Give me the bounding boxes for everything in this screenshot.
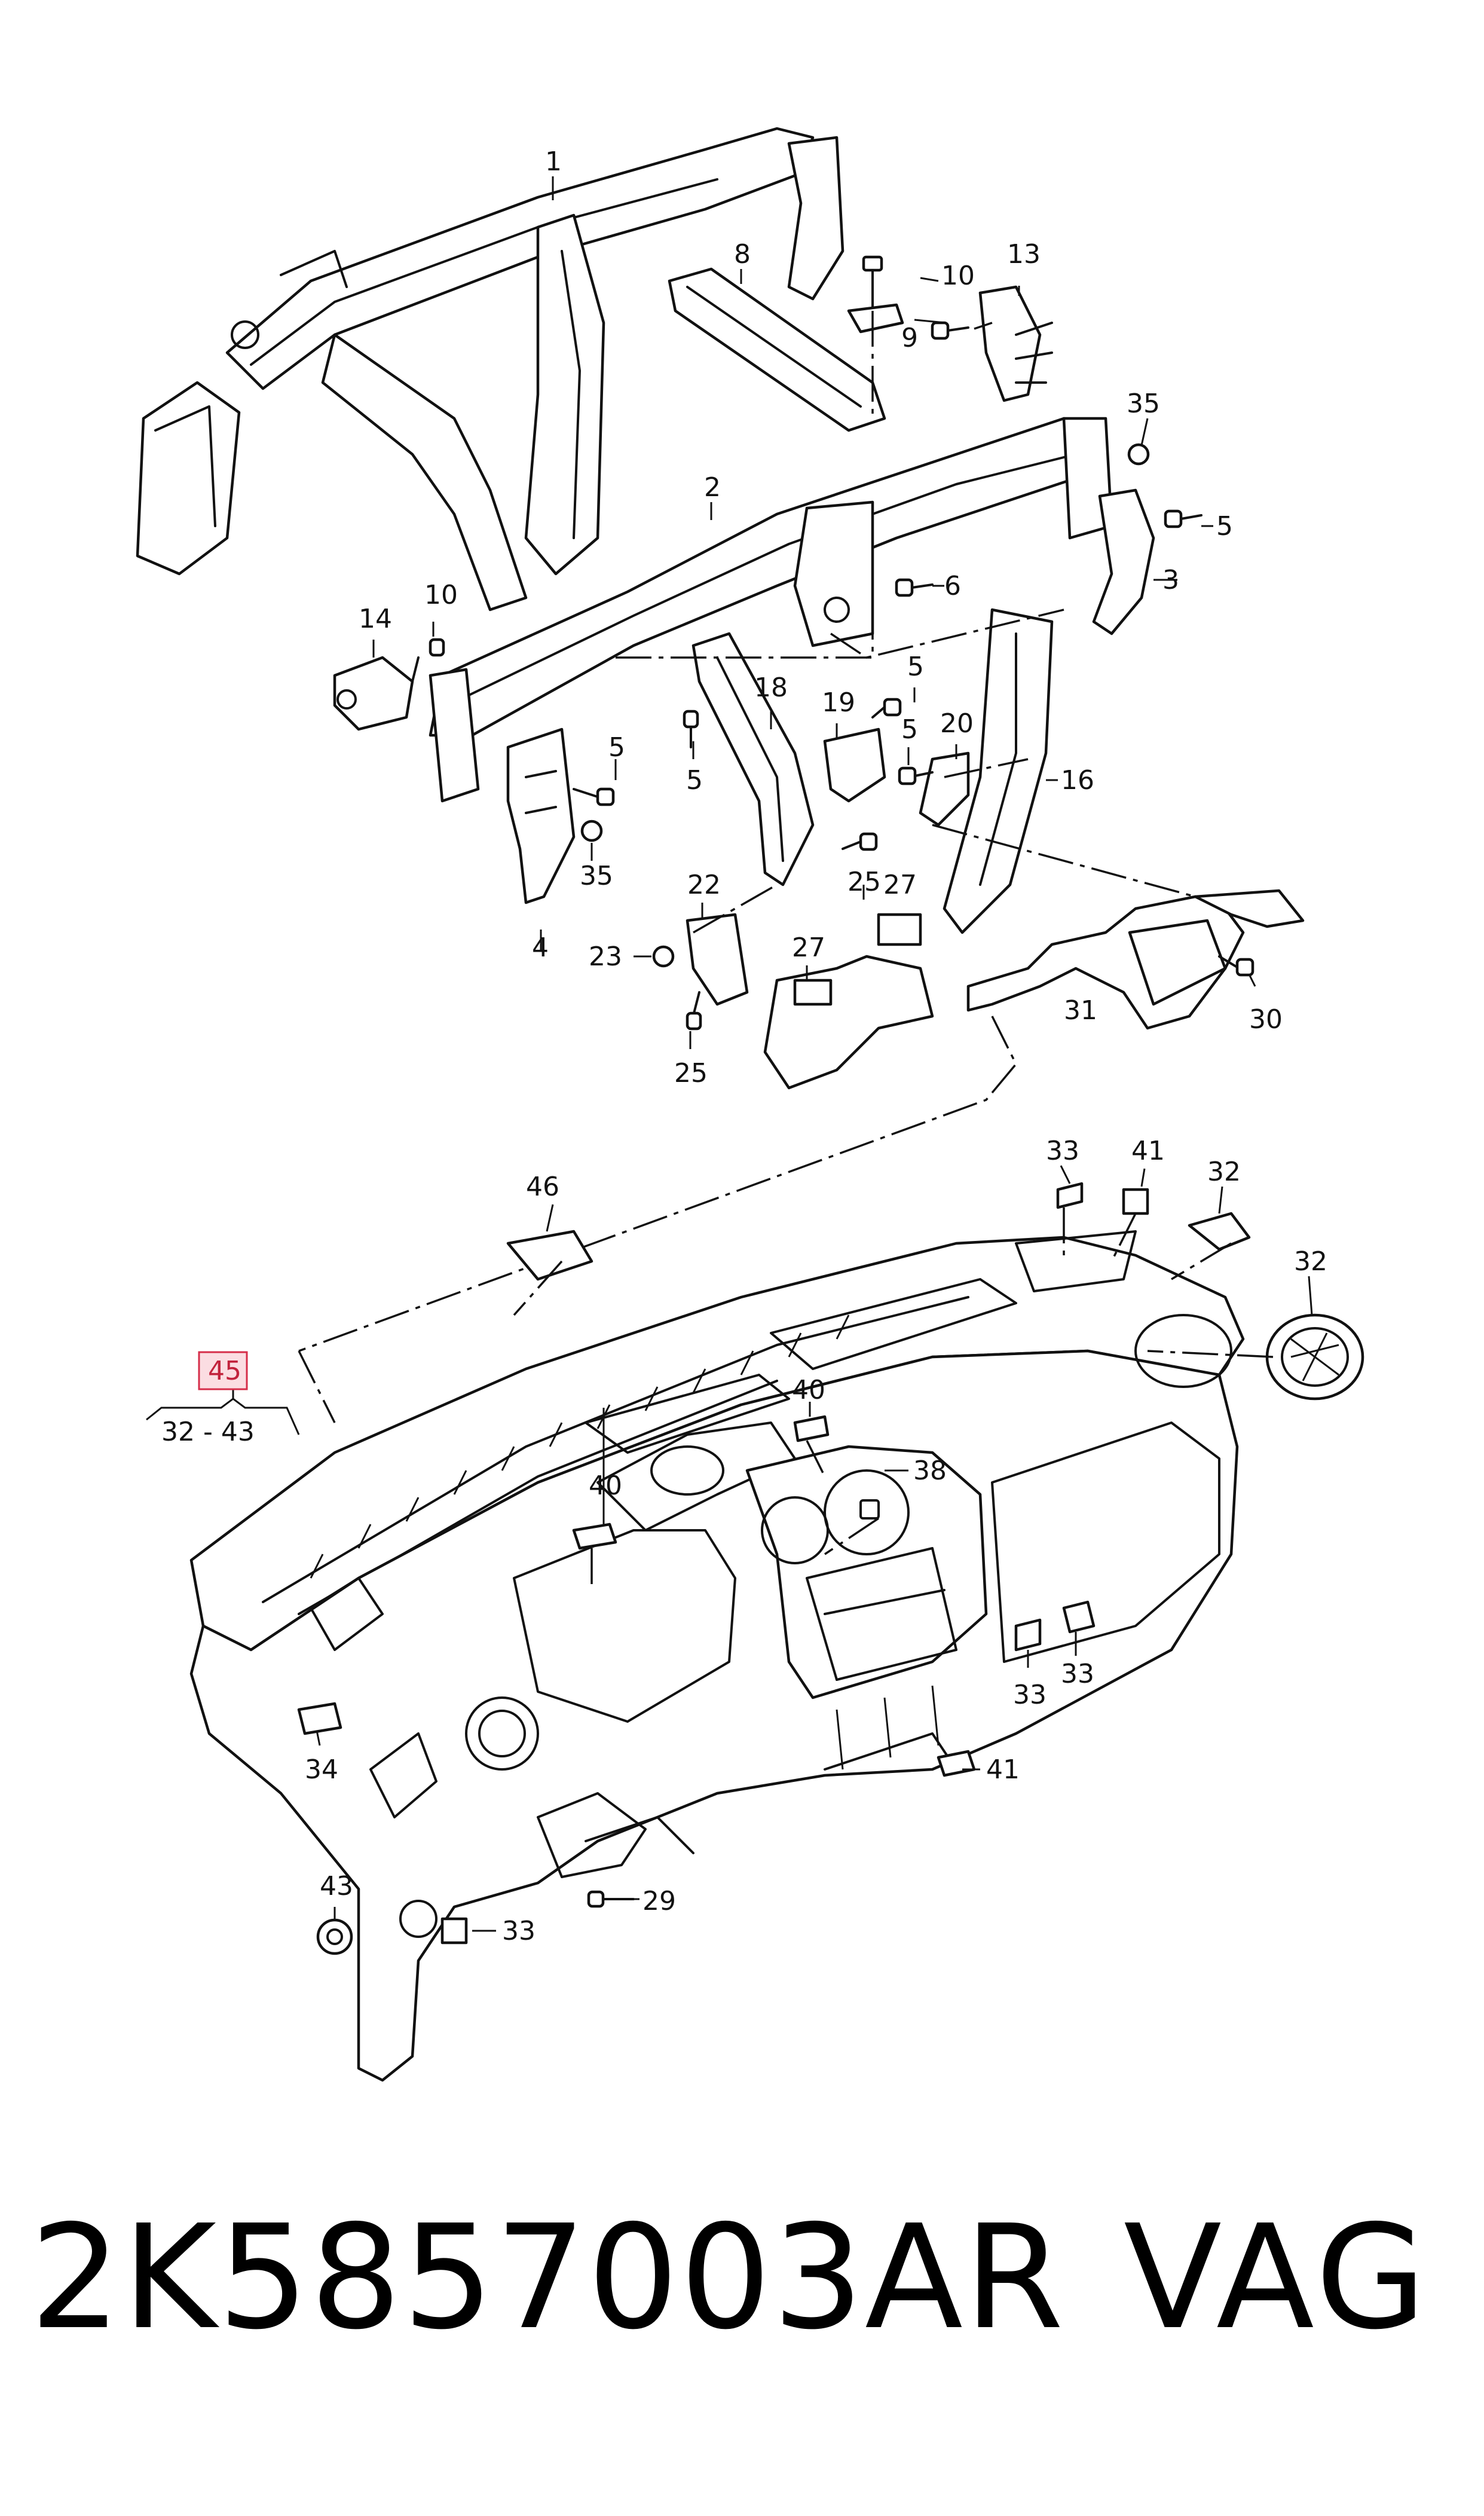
callout-2: 2	[704, 472, 721, 503]
callout-6: 6	[944, 571, 961, 601]
callout-46: 46	[526, 1172, 559, 1202]
callout-9: 9	[901, 323, 918, 353]
callout-31: 31	[1064, 995, 1097, 1026]
cross-member-part-1	[136, 127, 844, 612]
callout-4: 4	[532, 933, 549, 963]
callout-10: 10	[941, 261, 975, 291]
callout-25: 25	[674, 1058, 708, 1089]
cover-cap-part-46	[506, 1230, 593, 1281]
callout-45-highlighted[interactable]: 45	[208, 1356, 241, 1386]
bracket-part-19	[823, 727, 886, 803]
bracket-part-14	[333, 656, 414, 731]
air-vent-part-32	[1188, 1212, 1364, 1401]
callout-5: 5	[686, 765, 703, 796]
bracket-part-13	[978, 285, 1053, 402]
callout-41: 41	[1131, 1136, 1165, 1166]
callout-33: 33	[1013, 1680, 1047, 1710]
callout-30: 30	[1249, 1004, 1283, 1035]
callout-22: 22	[687, 870, 721, 900]
bracket-part-3	[1092, 488, 1155, 635]
callout-labels: 1 8 10 9 13 35 5 3 6 2 14 10 5 35 4 5 18…	[161, 146, 1327, 1946]
callout-5: 5	[608, 732, 625, 763]
callout-20: 20	[940, 708, 974, 739]
callout-40: 40	[589, 1471, 622, 1501]
fasteners-upper	[411, 255, 1254, 1031]
callout-27: 27	[883, 870, 917, 900]
bracket-part-20	[919, 751, 970, 827]
callout-38: 38	[913, 1456, 947, 1486]
bracket-part-8	[668, 267, 886, 432]
callout-32: 32	[1294, 1246, 1327, 1277]
callout-41: 41	[986, 1754, 1020, 1785]
callout-27: 27	[792, 933, 825, 963]
callout-18: 18	[754, 672, 788, 703]
callout-8: 8	[734, 239, 751, 270]
callout-43: 43	[320, 1871, 353, 1901]
callout-1: 1	[545, 146, 562, 177]
leader-lines	[146, 176, 1313, 1932]
callout-33: 33	[502, 1916, 536, 1946]
callout-14: 14	[359, 604, 392, 634]
brand-label: VAG	[1124, 2194, 1430, 2361]
part-number-label: 2K5857003AR	[30, 2194, 1065, 2361]
callout-19: 19	[822, 687, 855, 718]
callout-5: 5	[1216, 511, 1233, 542]
callout-3: 3	[1162, 565, 1179, 595]
callout-25: 25	[847, 867, 881, 897]
callout-23: 23	[589, 941, 622, 972]
callout-13: 13	[1007, 239, 1041, 270]
callout-35: 35	[580, 861, 613, 891]
callout-5: 5	[907, 652, 924, 682]
bracket-part-22	[686, 913, 749, 1006]
callout-35: 35	[1127, 389, 1160, 419]
clips-lower	[297, 1182, 1149, 1955]
bracket-part-31	[966, 889, 1305, 1030]
bracket-part-4	[506, 727, 576, 904]
callout-16: 16	[1061, 765, 1094, 796]
assembly-lines-upper	[298, 311, 1196, 1352]
callout-33: 33	[1046, 1136, 1079, 1166]
callout-5: 5	[901, 714, 918, 745]
assembly-lines-lower	[298, 1207, 1274, 1590]
range-label: 32 - 43	[161, 1417, 255, 1447]
highlight-box-45	[198, 1351, 248, 1390]
callout-34: 34	[305, 1754, 338, 1785]
callout-10: 10	[424, 580, 458, 610]
cross-member-part-2	[429, 417, 1113, 803]
callout-29: 29	[642, 1886, 676, 1916]
callout-33: 33	[1061, 1659, 1094, 1689]
callout-40: 40	[792, 1375, 825, 1405]
support-part-18	[691, 632, 815, 886]
callout-32: 32	[1207, 1157, 1241, 1187]
dashboard-body	[189, 1230, 1245, 2082]
bracket-part-27	[763, 913, 934, 1090]
